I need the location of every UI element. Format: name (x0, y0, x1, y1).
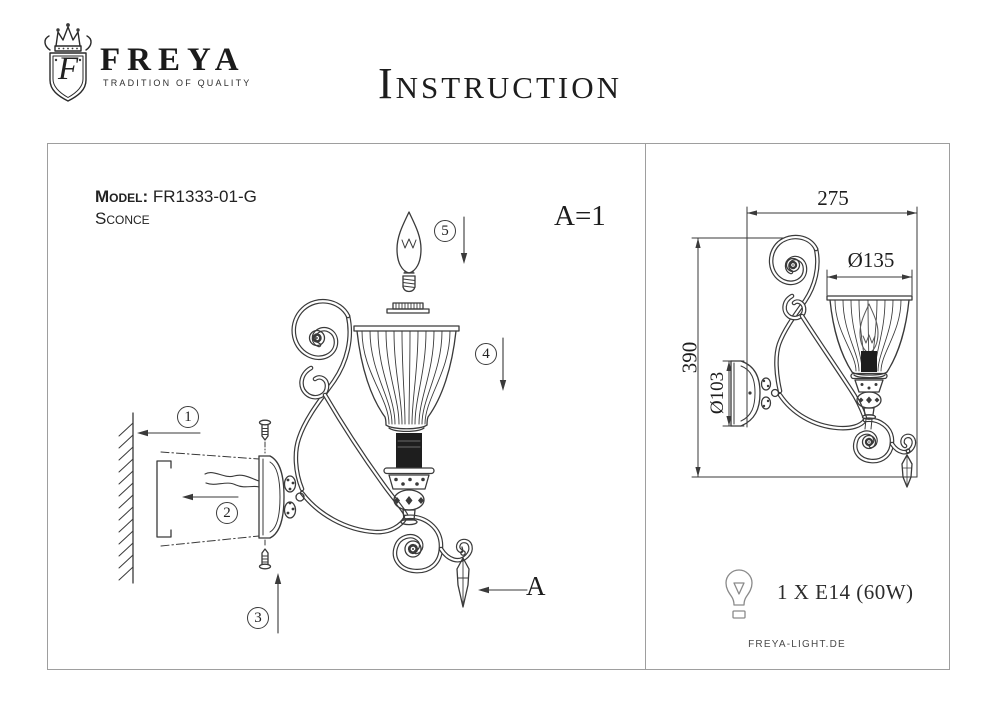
rosette (861, 434, 877, 450)
panel-divider (645, 143, 646, 669)
website-label: FREYA-LIGHT.DE (748, 639, 846, 650)
scroll-arm (291, 298, 473, 608)
dimension-shade-diameter-label: Ø135 (847, 248, 895, 272)
rosette (308, 329, 326, 347)
mounting-screws (258, 419, 272, 570)
bulb-icon (725, 569, 753, 619)
assembled-arm (768, 234, 917, 488)
content-frame (47, 143, 950, 670)
step-badge-1: 1 (177, 406, 199, 428)
dimension-lines (691, 206, 918, 478)
wall-plate (730, 360, 780, 427)
wall (118, 412, 134, 584)
step-arrows (137, 216, 528, 634)
model-info: Model: FR1333-01-G Sconce (95, 186, 257, 230)
product-type: Sconce (95, 209, 150, 228)
step-badge-3: 3 (247, 607, 269, 629)
part-a-label: A (526, 571, 546, 601)
logo-monogram: F (58, 51, 79, 87)
page-title: Instruction (378, 59, 622, 108)
quantity-note: A=1 (554, 200, 606, 232)
step-badge-2: 2 (216, 502, 238, 524)
step-badge-5: 5 (434, 220, 456, 242)
mounting-bracket (156, 451, 260, 547)
socket-assembly (383, 433, 435, 526)
model-label: Model: (95, 187, 149, 206)
dimension-width-label: 275 (817, 186, 849, 210)
dimension-diagram (691, 206, 918, 488)
crystal-pendant (456, 546, 470, 608)
candle-bulb (396, 211, 422, 293)
brand-tagline: TRADITION OF QUALITY (103, 78, 252, 88)
assembled-shade (826, 295, 913, 379)
bulb-spec: 1 X E14 (60W) (777, 580, 914, 604)
dimension-plate-diameter-label: Ø103 (707, 371, 728, 415)
assembled-socket (850, 372, 888, 430)
dimension-height-label: 390 (677, 341, 702, 374)
wall-canopy (258, 455, 305, 539)
model-value: FR1333-01-G (152, 187, 257, 206)
assembly-diagram (118, 211, 528, 634)
rosette (404, 540, 422, 558)
lamp-shade (353, 325, 460, 433)
step-badge-4: 4 (475, 343, 497, 365)
rosette (785, 257, 801, 273)
brand-name: FREYA (100, 42, 246, 78)
shade-ring (386, 302, 430, 314)
crystal-pendant (901, 448, 913, 488)
freya-crest-icon (44, 23, 92, 102)
